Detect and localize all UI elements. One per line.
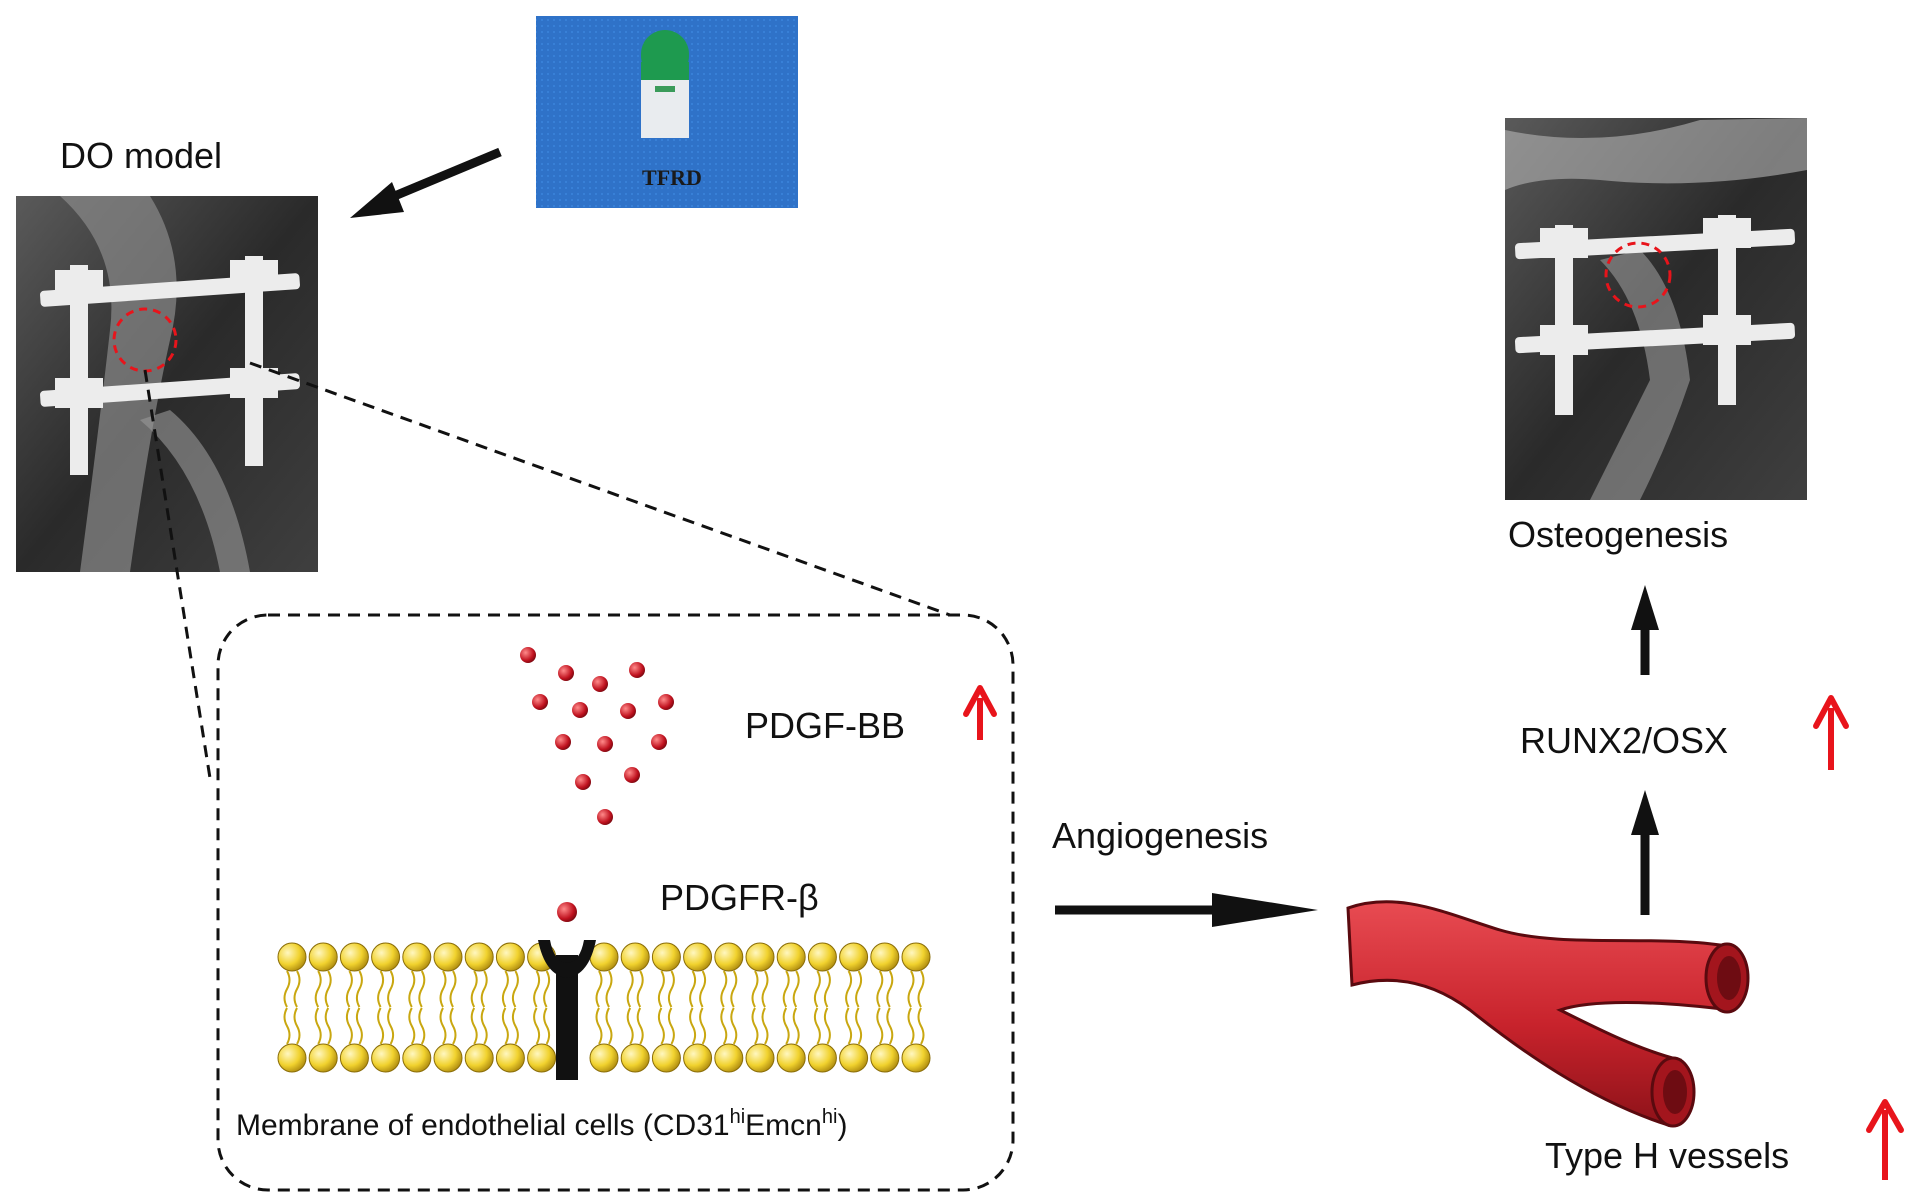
lipid-head: [277, 942, 307, 972]
do-model-label: DO model: [60, 135, 222, 176]
lipid-head: [308, 1043, 338, 1073]
lipid-head: [402, 1043, 432, 1073]
pdgf-bb-ligands: [520, 647, 674, 825]
pdgfr-beta-label: PDGFR-β: [660, 877, 819, 918]
type-h-vessel: [1346, 900, 1750, 1128]
lipid-head: [683, 942, 713, 972]
lipid-bilayer: [277, 942, 931, 1073]
lipid-head: [589, 1043, 619, 1073]
lipid-head: [651, 1043, 681, 1073]
lipid-head: [433, 1043, 463, 1073]
lipid-head: [714, 1043, 744, 1073]
vessel-to-runx2-arrow: [1631, 790, 1659, 915]
lipid-head: [745, 1043, 775, 1073]
capsule-photo: TFRD: [536, 16, 798, 208]
membrane-label: Membrane of endothelial cells (CD31hiEmc…: [236, 1106, 847, 1142]
lipid-head: [495, 942, 525, 972]
runx2-osx-label: RUNX2/OSX: [1520, 720, 1728, 761]
lipid-head: [371, 1043, 401, 1073]
lipid-head: [870, 1043, 900, 1073]
lipid-head: [433, 942, 463, 972]
lipid-head: [371, 942, 401, 972]
angiogenesis-arrow: [1055, 893, 1318, 927]
lipid-head: [901, 942, 931, 972]
lipid-head: [464, 1043, 494, 1073]
lipid-head: [620, 942, 650, 972]
lipid-head: [339, 942, 369, 972]
lipid-head: [683, 1043, 713, 1073]
lipid-head: [651, 942, 681, 972]
lipid-head: [714, 942, 744, 972]
lipid-head: [807, 942, 837, 972]
runx2-up-arrow: [1813, 695, 1849, 770]
type-h-up-arrow: [1866, 1099, 1904, 1180]
lipid-head: [870, 942, 900, 972]
lipid-head: [402, 942, 432, 972]
capsule-label: TFRD: [642, 165, 702, 190]
lipid-head: [776, 1043, 806, 1073]
capsule-to-model-arrow: [350, 147, 502, 218]
lipid-head: [464, 942, 494, 972]
lipid-head: [620, 1043, 650, 1073]
lipid-head: [776, 942, 806, 972]
pdgfr-beta-receptor: [538, 902, 596, 1080]
pdgf-bb-label: PDGF-BB: [745, 705, 905, 746]
lipid-head: [839, 1043, 869, 1073]
lipid-head: [339, 1043, 369, 1073]
lipid-head: [495, 1043, 525, 1073]
lipid-head: [745, 942, 775, 972]
runx2-to-osteogenesis-arrow: [1631, 585, 1659, 675]
lipid-head: [807, 1043, 837, 1073]
lipid-head: [308, 942, 338, 972]
osteogenesis-label: Osteogenesis: [1508, 514, 1728, 555]
angiogenesis-label: Angiogenesis: [1052, 815, 1268, 856]
osteogenesis-xray: [1505, 118, 1807, 500]
lipid-head: [839, 942, 869, 972]
membrane-inset: [216, 613, 1015, 1192]
pdgf-bb-up-arrow: [963, 685, 997, 740]
lipid-head: [527, 1043, 557, 1073]
type-h-vessels-label: Type H vessels: [1545, 1135, 1789, 1176]
zoom-lines: [143, 361, 951, 779]
lipid-head: [277, 1043, 307, 1073]
do-model-xray: [16, 196, 318, 572]
lipid-head: [901, 1043, 931, 1073]
